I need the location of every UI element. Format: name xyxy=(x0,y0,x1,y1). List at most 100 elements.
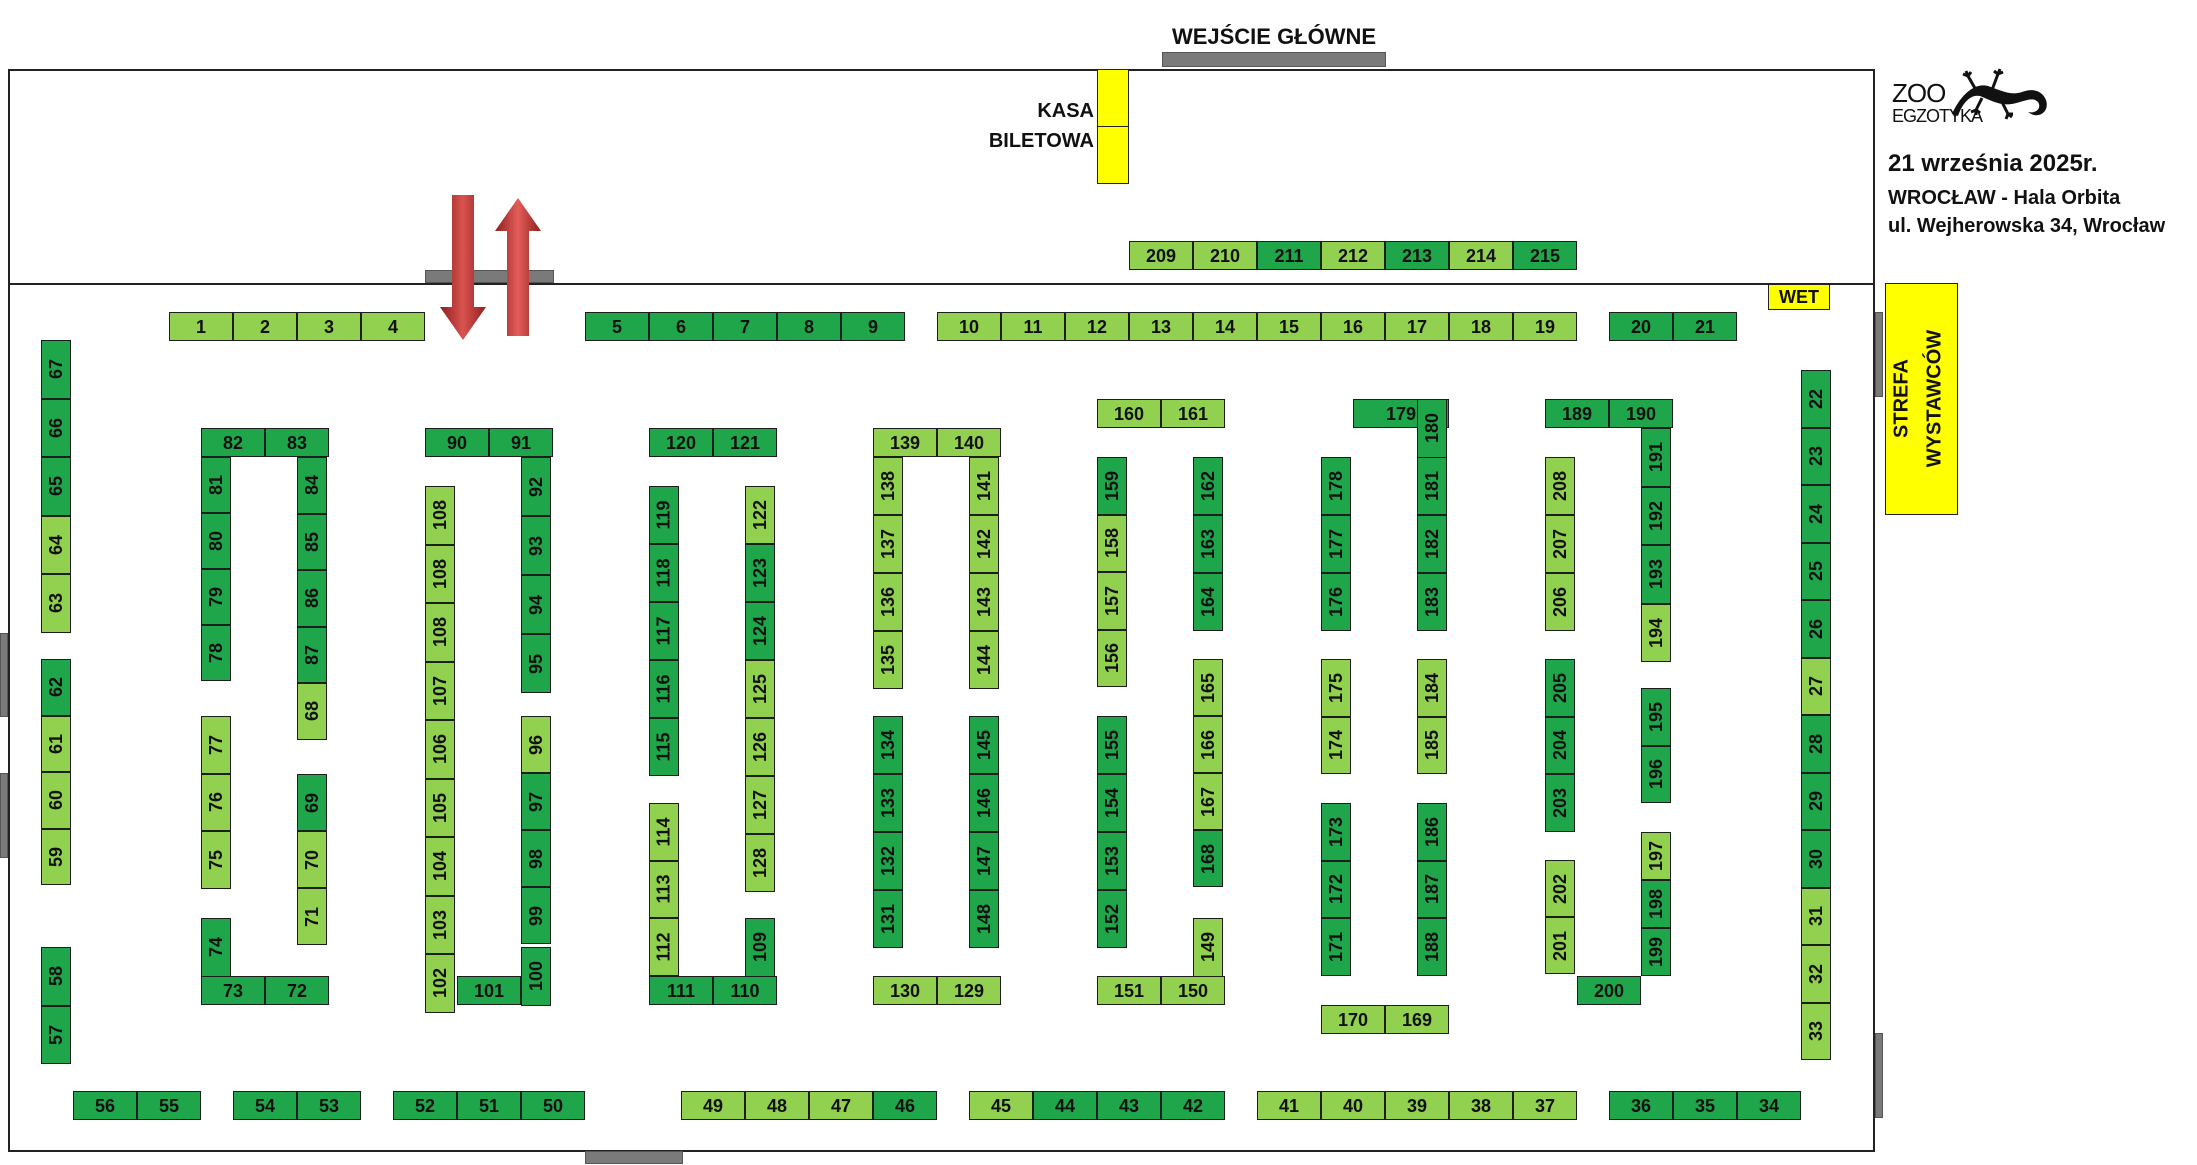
booth-69: 69 xyxy=(297,774,327,831)
booth-number: 153 xyxy=(1102,845,1123,877)
booth-number: 214 xyxy=(1465,245,1497,266)
booth-number: 126 xyxy=(750,731,771,763)
booth-number: 36 xyxy=(1630,1095,1652,1116)
booth-number: 135 xyxy=(878,644,899,676)
booth-number: 57 xyxy=(46,1024,66,1045)
booth-38: 38 xyxy=(1449,1091,1513,1120)
booth-45: 45 xyxy=(969,1091,1033,1120)
booth-34: 34 xyxy=(1737,1091,1801,1120)
booth-number: 204 xyxy=(1550,730,1571,761)
booth-118: 118 xyxy=(649,544,679,602)
right-door-1 xyxy=(1875,312,1883,397)
booth-108: 108 xyxy=(425,603,455,662)
booth-number: 39 xyxy=(1406,1095,1428,1116)
booth-number: 177 xyxy=(1326,528,1347,560)
booth-number: 155 xyxy=(1102,729,1123,761)
booth-67: 67 xyxy=(41,340,71,399)
booth-155: 155 xyxy=(1097,716,1127,774)
booth-number: 78 xyxy=(206,642,226,664)
booth-82: 82 xyxy=(201,428,265,457)
booth-number: 22 xyxy=(1806,388,1826,409)
booth-39: 39 xyxy=(1385,1091,1449,1120)
ticket-office-label-2: BILETOWA xyxy=(988,130,1094,152)
booth-number: 77 xyxy=(206,734,226,755)
booth-11: 11 xyxy=(1001,312,1065,341)
booth-number: 71 xyxy=(302,906,322,927)
booth-number: 73 xyxy=(222,980,244,1001)
booth-number: 98 xyxy=(526,848,546,869)
booth-number: 118 xyxy=(654,558,675,588)
booth-number: 122 xyxy=(750,499,771,531)
booth-20: 20 xyxy=(1609,312,1673,341)
booth-158: 158 xyxy=(1097,514,1127,572)
zoo-egzotyka-logo: ZOO EGZOTYKA xyxy=(1888,60,2058,132)
booth-number: 93 xyxy=(526,535,546,556)
booth-number: 62 xyxy=(46,677,66,698)
booth-number: 176 xyxy=(1326,586,1347,618)
booth-166: 166 xyxy=(1193,716,1223,773)
booth-101: 101 xyxy=(457,976,521,1005)
booth-208: 208 xyxy=(1545,457,1575,515)
booth-203: 203 xyxy=(1545,774,1575,832)
booth-number: 200 xyxy=(1593,980,1625,1001)
booth-number: 134 xyxy=(878,729,899,761)
booth-215: 215 xyxy=(1513,241,1577,270)
booth-200: 200 xyxy=(1577,976,1641,1005)
booth-number: 21 xyxy=(1694,316,1716,337)
booth-number: 158 xyxy=(1102,528,1123,559)
booth-8: 8 xyxy=(777,312,841,341)
booth-143: 143 xyxy=(969,573,999,631)
booth-number: 47 xyxy=(830,1095,852,1116)
booth-number: 61 xyxy=(46,733,66,754)
booth-number: 70 xyxy=(302,849,322,870)
booth-40: 40 xyxy=(1321,1091,1385,1120)
booth-number: 199 xyxy=(1646,936,1667,968)
booth-number: 187 xyxy=(1422,874,1443,905)
booth-117: 117 xyxy=(649,602,679,660)
booth-number: 169 xyxy=(1401,1009,1433,1030)
booth-18: 18 xyxy=(1449,312,1513,341)
booth-number: 143 xyxy=(974,586,995,618)
booth-172: 172 xyxy=(1321,860,1351,918)
booth-136: 136 xyxy=(873,573,903,631)
booth-number: 46 xyxy=(894,1095,916,1116)
booth-107: 107 xyxy=(425,661,455,720)
booth-169: 169 xyxy=(1385,1005,1449,1034)
booth-122: 122 xyxy=(745,486,775,544)
booth-159: 159 xyxy=(1097,457,1127,515)
exhibitor-zone-label-2: WYSTAWCÓW xyxy=(1923,329,1946,468)
booth-153: 153 xyxy=(1097,832,1127,890)
booth-number: 3 xyxy=(323,316,334,337)
booth-number: 172 xyxy=(1326,874,1347,905)
booth-number: 60 xyxy=(46,790,66,811)
booth-56: 56 xyxy=(73,1091,137,1120)
booth-29: 29 xyxy=(1801,772,1831,830)
booth-71: 71 xyxy=(297,888,327,945)
booth-212: 212 xyxy=(1321,241,1385,270)
booth-number: 53 xyxy=(318,1095,340,1116)
booth-196: 196 xyxy=(1641,745,1671,803)
booth-number: 54 xyxy=(254,1095,276,1116)
booth-number: 115 xyxy=(654,732,675,762)
booth-21: 21 xyxy=(1673,312,1737,341)
booth-121: 121 xyxy=(713,428,777,457)
booth-number: 111 xyxy=(666,980,696,1001)
booth-number: 72 xyxy=(286,980,308,1001)
booth-number: 66 xyxy=(46,417,66,438)
booth-number: 210 xyxy=(1209,245,1241,266)
booth-24: 24 xyxy=(1801,485,1831,543)
booth-150: 150 xyxy=(1161,976,1225,1005)
booth-number: 4 xyxy=(387,316,398,337)
booth-number: 8 xyxy=(803,316,814,337)
event-address: ul. Wejherowska 34, Wrocław xyxy=(1888,215,2166,237)
booth-91: 91 xyxy=(489,428,553,457)
booth-144: 144 xyxy=(969,631,999,689)
booth-number: 112 xyxy=(654,932,675,962)
booth-number: 182 xyxy=(1422,528,1443,560)
booth-number: 109 xyxy=(750,932,771,963)
booth-number: 203 xyxy=(1550,787,1571,818)
booth-140: 140 xyxy=(937,428,1001,457)
booth-number: 145 xyxy=(974,729,995,761)
booth-number: 188 xyxy=(1422,931,1443,962)
